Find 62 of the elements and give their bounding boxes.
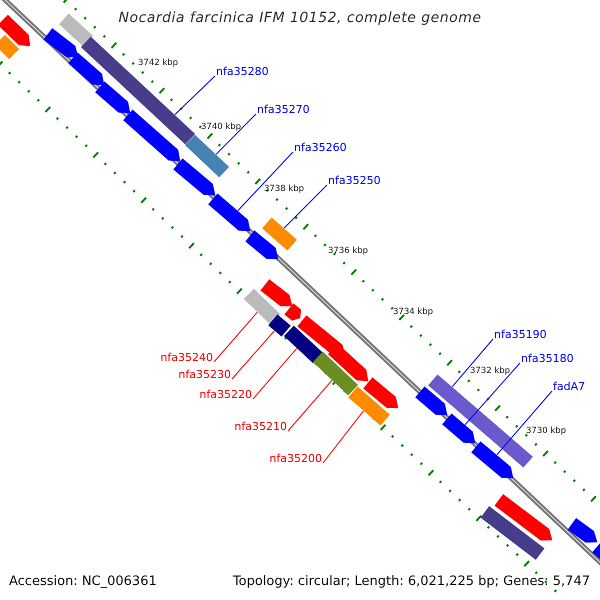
gene-label: nfa35200 xyxy=(269,453,322,464)
gene-feature xyxy=(284,326,324,364)
gene-feature xyxy=(348,386,390,426)
gene-feature xyxy=(494,494,552,540)
accession-text: Accession: NC_006361 xyxy=(9,575,157,588)
leader-line xyxy=(174,76,216,116)
gene-label: nfa35190 xyxy=(494,329,547,340)
leader-line xyxy=(232,330,275,380)
gene-label: nfa35250 xyxy=(328,175,381,186)
gene-feature xyxy=(59,14,93,46)
leader-line xyxy=(237,152,294,212)
gene-label: nfa35230 xyxy=(178,369,231,380)
gene-feature xyxy=(95,81,130,114)
leader-line xyxy=(496,390,552,456)
gene-label: nfa35270 xyxy=(257,104,310,115)
gene-feature xyxy=(442,413,476,444)
gene-feature xyxy=(0,14,30,46)
leader-line xyxy=(288,380,332,432)
scale-label: 3740 kbp xyxy=(201,123,242,132)
gene-label: nfa35220 xyxy=(199,389,252,400)
gene-feature xyxy=(268,314,291,337)
gene-feature xyxy=(471,441,514,478)
gene-feature xyxy=(80,36,196,144)
leader-line xyxy=(216,114,256,155)
gene-label: nfa35280 xyxy=(216,66,269,77)
gene-feature xyxy=(262,217,297,251)
gene-label: nfa35210 xyxy=(234,421,287,432)
scale-label: 3734 kbp xyxy=(393,308,434,316)
scale-label: 3732 kbp xyxy=(470,367,510,376)
scale-label: 3742 kbp xyxy=(138,59,178,68)
leader-line xyxy=(452,338,494,388)
gene-feature xyxy=(244,288,280,324)
gene-feature xyxy=(173,158,216,196)
gene-feature xyxy=(312,352,358,396)
gene-feature xyxy=(0,34,20,60)
title: Nocardia farcinica IFM 10152, complete genome xyxy=(118,11,482,25)
gene-feature xyxy=(184,134,230,178)
leader-line xyxy=(252,348,298,400)
gene-label: fadA7 xyxy=(553,381,586,392)
gene-feature xyxy=(568,518,598,543)
gene-feature xyxy=(123,110,180,162)
gene-feature xyxy=(592,541,600,562)
gene-feature xyxy=(363,377,398,408)
gene-feature xyxy=(480,506,544,560)
leader-line xyxy=(284,184,328,229)
gene-feature xyxy=(415,386,448,416)
scale-label: 3736 kbp xyxy=(328,247,368,256)
gene-feature xyxy=(43,28,78,58)
gene-feature xyxy=(68,52,104,86)
scale-label: 3730 kbp xyxy=(526,427,566,436)
gene-feature xyxy=(245,230,278,260)
gene-label: nfa35180 xyxy=(521,353,574,364)
gene-feature xyxy=(284,303,302,321)
gene-label: nfa35240 xyxy=(160,352,213,363)
genome-info-text: Topology: circular; Length: 6,021,225 bp; Genes: 5,747 xyxy=(232,575,590,588)
leader-line xyxy=(464,362,520,426)
scale-label: 3738 kbp xyxy=(264,185,304,194)
gene-feature xyxy=(260,279,292,306)
leader-line xyxy=(214,312,258,362)
gene-label: nfa35260 xyxy=(294,142,347,153)
gene-feature xyxy=(208,193,250,232)
leader-line xyxy=(322,410,364,464)
